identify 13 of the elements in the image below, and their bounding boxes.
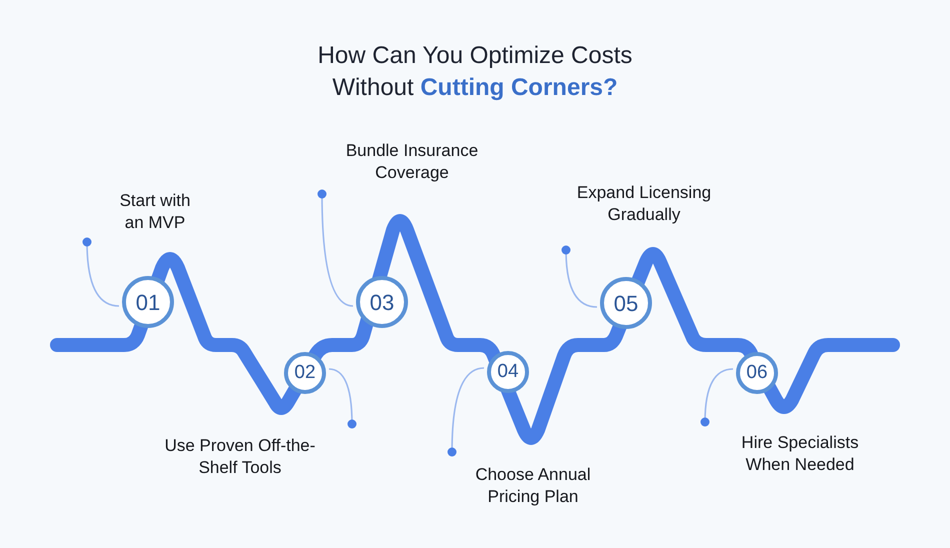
leader-line bbox=[448, 367, 484, 456]
leader-line bbox=[328, 368, 356, 428]
step-label: Start with an MVP bbox=[118, 190, 192, 234]
step-label: Use Proven Off-the-Shelf Tools bbox=[164, 435, 316, 479]
step-label: Choose Annual Pricing Plan bbox=[474, 464, 592, 508]
leader-line bbox=[82, 238, 120, 307]
leader-line bbox=[562, 246, 598, 308]
leader-line bbox=[700, 368, 734, 426]
leader-line bbox=[318, 190, 354, 307]
title: How Can You Optimize Costs Without Cutting Corners? bbox=[316, 41, 634, 103]
step-label: Hire Specialists When Needed bbox=[740, 432, 860, 476]
step-label: Expand Licensing Gradually bbox=[576, 182, 712, 226]
step-label: Bundle Insurance Coverage bbox=[344, 140, 480, 184]
